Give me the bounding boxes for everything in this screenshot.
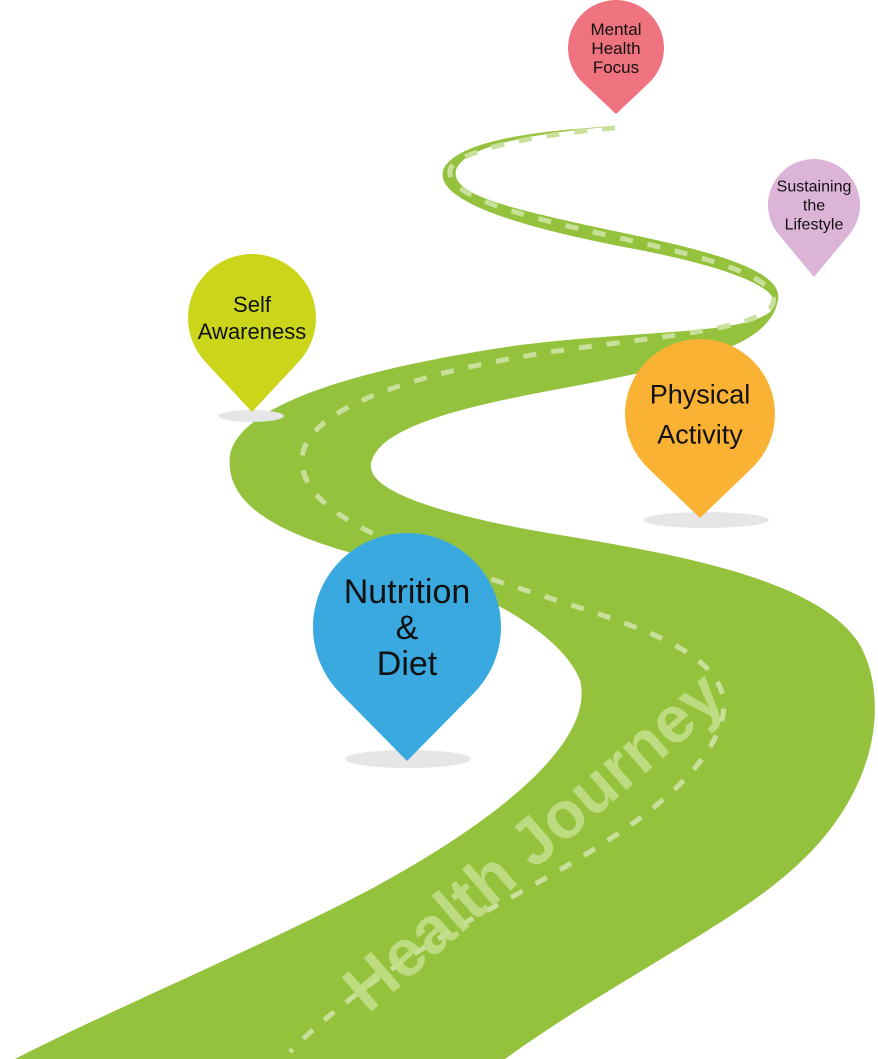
pin-label-mental-health-line-2: Health (591, 39, 640, 58)
pin-label-self-awareness-line-1: Self (233, 292, 272, 317)
pin-label-sustaining-lifestyle-line-1: Sustaining (777, 179, 852, 196)
pin-label-nutrition-diet-line-2: & (396, 609, 419, 647)
pin-marker-sustaining-lifestyle (768, 159, 860, 277)
pin-label-sustaining-lifestyle-line-3: Lifestyle (785, 217, 844, 234)
road-center-dashes (288, 125, 776, 1054)
pin-label-nutrition-diet-line-1: Nutrition (344, 573, 471, 611)
pin-nutrition-diet: Nutrition&Diet (313, 532, 501, 761)
pin-label-self-awareness-line-2: Awareness (198, 319, 306, 344)
pin-marker-self-awareness (188, 254, 316, 412)
pin-marker-mental-health (568, 0, 664, 114)
pin-label-nutrition-diet-line-3: Diet (377, 645, 438, 683)
pin-marker-nutrition-diet (313, 532, 501, 761)
pin-label-mental-health-line-1: Mental (590, 20, 641, 39)
pin-label-mental-health-line-3: Focus (593, 58, 639, 77)
pin-label-sustaining-lifestyle-line-2: the (803, 198, 825, 215)
shadow-self-awareness (218, 410, 284, 422)
pin-label-physical-activity-line-2: Activity (657, 419, 743, 449)
shadow-physical-activity (643, 512, 769, 528)
milestone-pins: MentalHealthFocusSustainingtheLifestyleS… (188, 0, 860, 761)
pin-marker-physical-activity (625, 339, 775, 518)
pin-label-physical-activity-line-1: Physical (650, 379, 751, 409)
